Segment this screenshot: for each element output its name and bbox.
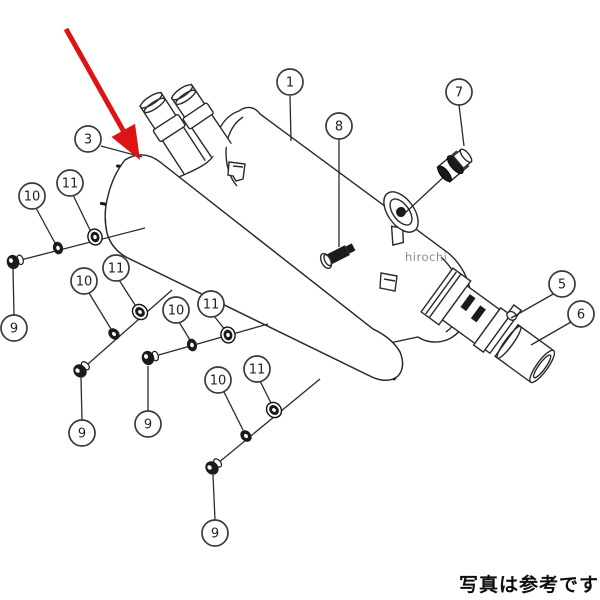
callout-5: 5 <box>548 270 576 298</box>
svg-text:6: 6 <box>577 308 585 323</box>
leader-11a <box>72 194 92 233</box>
chain-c-line <box>147 323 269 359</box>
chain-a-line <box>12 227 146 263</box>
svg-text:10: 10 <box>210 374 227 389</box>
leader-9d <box>212 474 216 521</box>
collar-washer <box>218 324 238 346</box>
svg-text:11: 11 <box>203 298 220 313</box>
body-bolt <box>319 243 356 270</box>
svg-text:7: 7 <box>455 86 463 101</box>
svg-text:3: 3 <box>84 133 92 148</box>
inlet-pipe-front <box>139 91 206 175</box>
exhaust-tip <box>494 323 556 384</box>
callout-9-b: 9 <box>68 419 96 447</box>
watermark: hirochi <box>405 250 447 264</box>
chain-b-line <box>79 289 173 372</box>
svg-text:8: 8 <box>335 120 343 135</box>
callout-10-d: 10 <box>204 366 232 394</box>
shield-bolt <box>4 251 26 272</box>
leader-9b <box>80 377 83 421</box>
caption-note: 写真は参考です <box>459 573 599 596</box>
leader-5 <box>510 292 556 319</box>
leader-7 <box>458 104 465 147</box>
left-cap-rim <box>225 116 244 187</box>
svg-text:10: 10 <box>76 275 93 290</box>
callout-10-a: 10 <box>18 182 46 210</box>
collar-washer <box>128 300 152 324</box>
callout-10-b: 10 <box>70 267 98 295</box>
chain-d-line <box>211 378 321 469</box>
callout-9-d: 9 <box>201 519 229 547</box>
svg-text:5: 5 <box>558 278 566 293</box>
shield-bolt <box>201 455 226 479</box>
lock-washer <box>185 337 199 353</box>
shield-bolt <box>139 347 161 368</box>
red-pointer-arrow-icon <box>63 27 140 160</box>
callout-11-a: 11 <box>56 169 84 197</box>
heat-shield <box>99 154 404 381</box>
svg-text:1: 1 <box>286 76 294 91</box>
svg-text:9: 9 <box>211 527 219 542</box>
callout-6: 6 <box>567 300 595 328</box>
callout-11-c: 11 <box>197 290 225 318</box>
inlet-pipe-rear <box>170 83 232 158</box>
lock-washer <box>105 325 123 343</box>
svg-text:11: 11 <box>62 177 79 192</box>
callout-3: 3 <box>74 125 102 153</box>
callout-1: 1 <box>276 68 304 96</box>
callout-8: 8 <box>325 112 353 140</box>
callout-11-b: 11 <box>102 254 130 282</box>
muffler-body <box>139 83 556 384</box>
leader-6 <box>530 321 572 346</box>
svg-text:9: 9 <box>10 322 18 337</box>
callout-9-c: 9 <box>134 410 162 438</box>
flange-nut <box>436 148 473 183</box>
callout-11-d: 11 <box>243 355 271 383</box>
leader-1 <box>289 95 292 142</box>
svg-text:11: 11 <box>249 363 266 378</box>
lock-washer <box>51 240 65 256</box>
leader-9a <box>12 268 15 316</box>
shield-bolt <box>69 357 94 382</box>
leader-10c <box>178 321 191 341</box>
leader-10d <box>223 391 244 431</box>
callouts: 1 7 8 3 5 6 10 11 9 10 11 9 10 11 9 10 1… <box>0 68 595 547</box>
svg-text:10: 10 <box>168 304 185 319</box>
mount-flange <box>383 191 419 246</box>
callout-10-c: 10 <box>162 296 190 324</box>
outlet-assembly <box>420 267 556 384</box>
leader-10b <box>88 292 112 330</box>
flange-stud-line <box>403 171 450 215</box>
callout-7: 7 <box>445 78 473 106</box>
svg-text:9: 9 <box>78 427 86 442</box>
body-tab-lower <box>379 272 398 292</box>
svg-text:10: 10 <box>24 190 41 205</box>
collar-washer <box>262 398 286 422</box>
hardware <box>4 148 473 479</box>
callout-9-a: 9 <box>0 314 28 342</box>
svg-text:9: 9 <box>144 418 152 433</box>
svg-text:11: 11 <box>108 262 125 277</box>
clamp-bolt <box>506 304 523 321</box>
leader-11b <box>118 279 138 309</box>
leader-10a <box>35 207 56 244</box>
collar-washer <box>85 226 105 248</box>
leader-11d <box>259 380 273 406</box>
